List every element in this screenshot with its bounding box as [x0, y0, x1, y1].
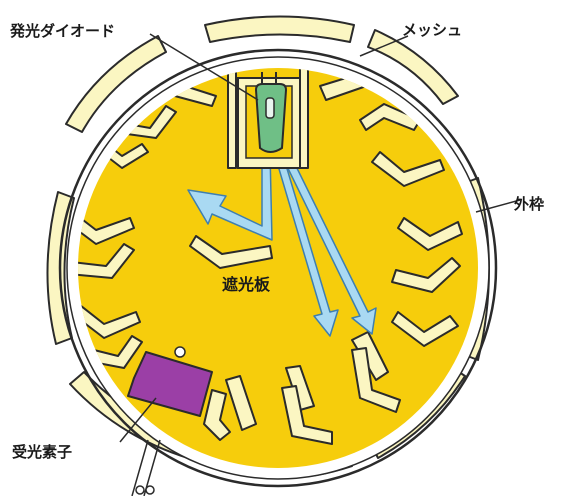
- receiver-icon: [127, 351, 213, 417]
- mesh-leader: [359, 35, 409, 57]
- outer-frame-label: 外枠: [513, 195, 544, 213]
- mesh-ring-outer: [58, 48, 498, 488]
- scattered-beam-arrow: [273, 151, 339, 337]
- reflected-beam-arrow: [187, 151, 273, 241]
- mesh-label: メッシュ: [402, 21, 462, 39]
- light-shield-plate: [359, 103, 421, 131]
- outer-frame-segment: [367, 29, 459, 105]
- light-shield-label: 遮光板: [222, 275, 271, 294]
- receiver-assembly: [127, 346, 213, 496]
- led-leader: [149, 33, 259, 101]
- receiver-terminal: [145, 485, 155, 495]
- outer-frame-segment: [204, 15, 355, 43]
- light-shield-plate: [391, 311, 459, 347]
- receiver-pin: [174, 346, 186, 358]
- light-shield-plate: [299, 68, 309, 169]
- light-shield-plate: [397, 217, 463, 251]
- scattered-beam-arrow: [279, 149, 377, 335]
- light-shield-plate: [227, 68, 237, 169]
- receiver-label: 受光素子: [12, 443, 72, 461]
- led-window: [265, 97, 275, 119]
- outer-frame-leader: [475, 199, 521, 213]
- light-shield-plate: [78, 301, 141, 339]
- leader-lines: [119, 33, 521, 443]
- light-shield-plate: [351, 347, 401, 413]
- light-shield-plate: [391, 257, 461, 293]
- light-shield-plate: [189, 235, 273, 269]
- outer-frame-segment: [65, 35, 167, 133]
- light-shield-plate: [78, 243, 135, 279]
- light-shield-plate: [78, 209, 135, 245]
- receiver-terminal: [135, 485, 145, 495]
- light-beams: [187, 149, 377, 337]
- receiver-leader: [119, 397, 157, 443]
- light-shield-plate: [371, 151, 445, 187]
- led-label: 発光ダイオード: [9, 22, 115, 40]
- light-shield-plate: [225, 375, 257, 431]
- light-shield-plate: [281, 385, 333, 445]
- led-icon: [254, 72, 288, 153]
- light-shield-plate: [203, 389, 231, 441]
